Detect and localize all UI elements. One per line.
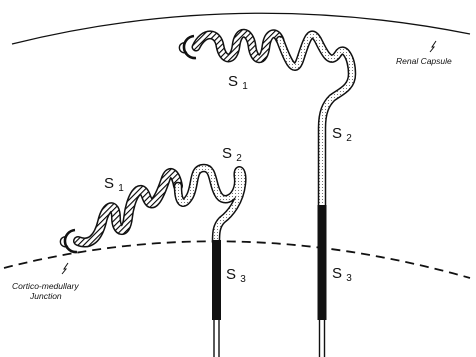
juxtamedullary-s3-tubule <box>212 240 221 357</box>
superficial-s3-label: S 3 <box>332 265 352 284</box>
cortico-medullary-label: Cortico-medullary <box>12 281 79 291</box>
renal-capsule-leader <box>430 41 436 52</box>
superficial-nephron <box>179 33 352 357</box>
juxtamedullary-s1-label: S 1 <box>104 175 124 194</box>
renal-capsule-label: Renal Capsule <box>396 56 452 66</box>
juxtamedullary-nephron <box>60 168 242 357</box>
junction-label: Junction <box>29 291 62 301</box>
superficial-s3-tubule <box>318 205 327 357</box>
juxtamedullary-s2-label: S 2 <box>222 145 242 164</box>
cortico-leader <box>62 263 68 274</box>
superficial-s2-label: S 2 <box>332 125 352 144</box>
juxtamedullary-s1-tubule <box>78 173 178 243</box>
superficial-s1-label: S 1 <box>228 73 248 92</box>
juxtamedullary-s2-tubule <box>178 168 242 242</box>
superficial-s1-tubule <box>196 33 280 59</box>
superficial-s2-tubule <box>280 35 352 205</box>
juxtamedullary-s3-label: S 3 <box>226 266 246 285</box>
